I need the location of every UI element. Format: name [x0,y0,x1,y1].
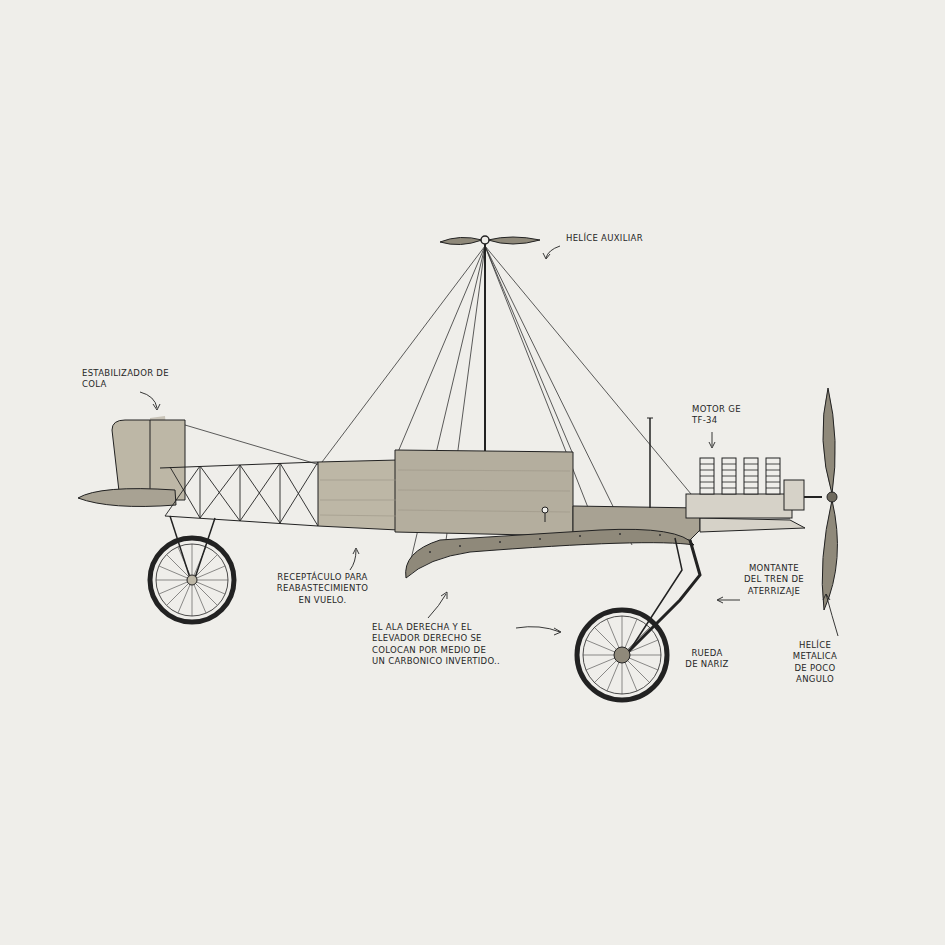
part-label: ESTABILIZADOR DE COLA [82,368,174,391]
part-label: HELÍCE AUXILIAR [566,233,676,244]
part-label: MONTANTE DEL TREN DE ATERRIZAJE [742,563,806,597]
part-label: MOTOR GE TF-34 [692,404,742,427]
part-label: EL ALA DERECHA Y EL ELEVADOR DERECHO SE … [372,622,502,668]
part-label: HELÍCE METALICA DE POCO ANGULO [786,640,844,686]
airplane [78,236,837,700]
part-label: RECEPTÁCULO PARA REABASTECIMIENTO EN VUE… [270,572,375,606]
part-label: RUEDA DE NARIZ [684,648,730,671]
leader-lines [140,246,838,636]
